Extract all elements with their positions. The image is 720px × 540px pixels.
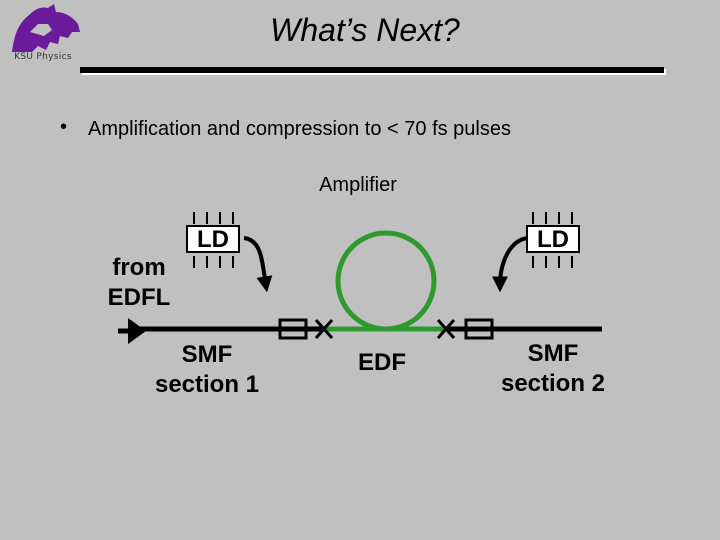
pump-fiber-right — [492, 236, 529, 293]
coupler-left — [278, 318, 308, 340]
ld-left-box: LD — [186, 225, 240, 253]
splice-mark-left — [314, 319, 334, 339]
input-arrow — [118, 318, 146, 344]
ld-right-box: LD — [526, 225, 580, 253]
bullet-marker: • — [60, 116, 68, 138]
smf-section-2-label: SMF section 2 — [500, 340, 606, 397]
from-edfl-label: from EDFL — [107, 254, 171, 311]
edf-loop — [335, 230, 437, 332]
ld-right-pins — [532, 212, 573, 268]
ksu-wildcat-logo — [12, 4, 80, 52]
ld-left-pins — [193, 212, 234, 268]
amplifier-label: Amplifier — [319, 174, 397, 196]
bullet-text: Amplification and compression to < 70 fs… — [88, 118, 511, 140]
logo-text: KSU Physics — [14, 52, 72, 62]
slide-title: What’s Next? — [270, 12, 460, 48]
smf-section-1-label: SMF section 1 — [154, 341, 260, 398]
pump-fiber-left — [243, 236, 273, 293]
title-divider — [80, 67, 664, 73]
splice-mark-right — [436, 319, 456, 339]
edf-label: EDF — [358, 349, 406, 376]
coupler-right — [464, 318, 494, 340]
